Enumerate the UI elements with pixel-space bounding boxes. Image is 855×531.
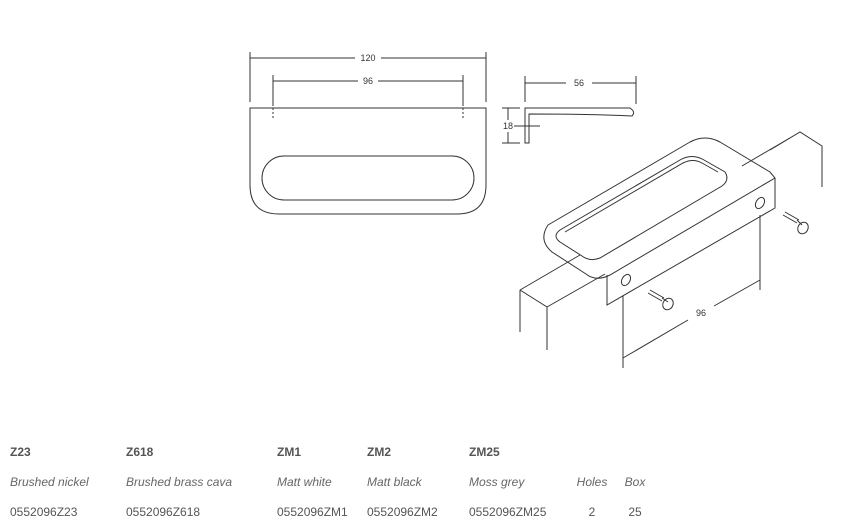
code-cell: [615, 437, 655, 467]
box-header: Box: [624, 475, 646, 489]
code-cell: ZM25: [469, 445, 500, 459]
handle-side-profile: [524, 107, 635, 144]
isometric-view: [519, 131, 823, 368]
code-cell: Z23: [10, 445, 31, 459]
board-back: [741, 131, 823, 187]
reference-cell: 0552096ZM25: [469, 505, 547, 519]
handle-iso-slot: [555, 156, 728, 261]
code-cell: [569, 437, 615, 467]
finish-cell: Matt black: [367, 475, 422, 489]
front-view: [249, 52, 487, 215]
table-row-codes: Z23 Z618 ZM1 ZM2 ZM25: [5, 437, 655, 467]
dim-hole-spacing-iso: 96: [696, 308, 706, 318]
dim-hole-spacing-front: 96: [363, 76, 373, 86]
handle-front-outline: [249, 107, 487, 215]
reference-cell: 0552096ZM1: [277, 505, 348, 519]
finish-cell: Moss grey: [469, 475, 525, 489]
screw-right: [782, 211, 803, 226]
code-cell: Z618: [126, 445, 154, 459]
finish-cell: Matt white: [277, 475, 332, 489]
box-value: 25: [628, 505, 642, 519]
screw-hole-left: [620, 273, 632, 287]
handle-front-slot: [261, 155, 475, 201]
dim-depth: 56: [574, 78, 584, 88]
handle-iso-flange: [606, 178, 776, 306]
table-row-finishes: Brushed nickel Brushed brass cava Matt w…: [5, 467, 655, 497]
dim-total-length: 120: [360, 53, 375, 63]
screw-hole-right: [754, 196, 766, 210]
board-outline: [519, 254, 606, 350]
dim-height: 18: [503, 121, 513, 131]
reference-cell: 0552096Z23: [10, 505, 78, 519]
holes-header: Holes: [576, 475, 608, 489]
technical-drawing: 120 96 56 18 96: [249, 52, 823, 368]
holes-value: 2: [588, 505, 596, 519]
handle-iso-top: [543, 137, 776, 279]
table-row-references: 0552096Z23 0552096Z618 0552096ZM1 055209…: [5, 497, 655, 527]
code-cell: ZM2: [367, 445, 391, 459]
finish-table: Z23 Z618 ZM1 ZM2 ZM25 Brushed nickel Bru…: [5, 437, 655, 527]
code-cell: ZM1: [277, 445, 301, 459]
reference-cell: 0552096Z618: [126, 505, 201, 519]
side-profile: [502, 76, 637, 144]
reference-cell: 0552096ZM2: [367, 505, 438, 519]
finish-cell: Brushed nickel: [10, 475, 89, 489]
finish-cell: Brushed brass cava: [126, 475, 233, 489]
